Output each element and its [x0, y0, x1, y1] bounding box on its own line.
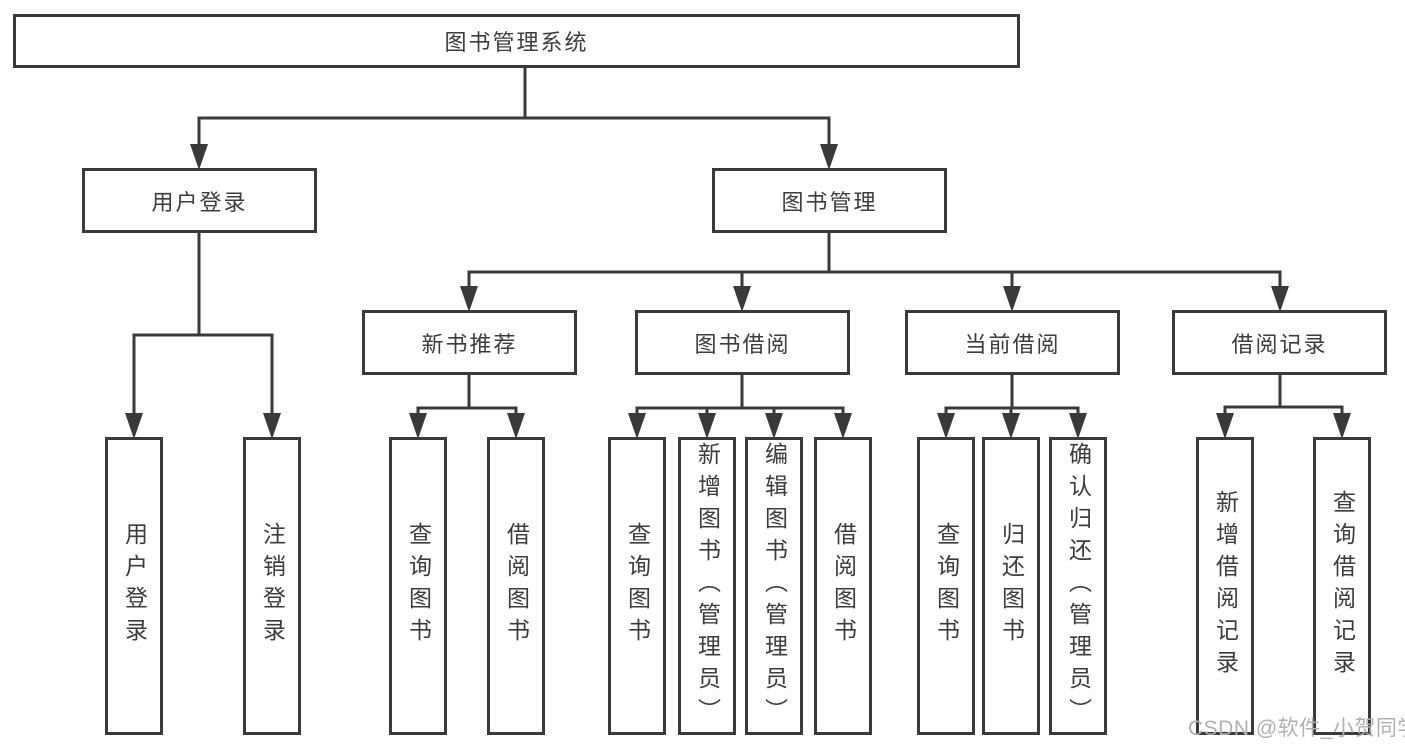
connector-arrowhead — [460, 286, 478, 312]
node-new-book-recommend-label: 新书推荐 — [421, 331, 518, 357]
connector-arrowhead — [1003, 286, 1021, 312]
node-current-borrow: 当前借阅 — [905, 310, 1120, 375]
leaf-user-login: 用户登录 — [105, 437, 163, 735]
connector-arrowhead — [628, 413, 646, 439]
leaf-borrow-borrow: 借阅图书 — [814, 437, 872, 735]
connector-arrowhead — [507, 413, 525, 439]
node-user-login-label: 用户登录 — [151, 189, 248, 215]
connector-arrowhead — [820, 144, 838, 170]
leaf-records-query: 查询借阅记录 — [1313, 437, 1371, 735]
leaf-borrow-add-admin: 新增图书（管理员） — [678, 437, 736, 735]
connector-arrowhead — [1333, 413, 1351, 439]
node-book-management-label: 图书管理 — [781, 189, 878, 215]
connector-arrowhead — [1002, 413, 1020, 439]
connector-arrowhead — [263, 413, 281, 439]
connector-arrowhead — [1216, 413, 1234, 439]
connector-arrowhead — [733, 286, 751, 312]
node-borrow-records-label: 借阅记录 — [1231, 331, 1328, 357]
node-root: 图书管理系统 — [13, 14, 1020, 68]
connector-arrowhead — [190, 144, 208, 170]
node-new-book-recommend: 新书推荐 — [362, 310, 577, 375]
connector-arrowhead — [1069, 413, 1087, 439]
leaf-newbooks-borrow-label: 借阅图书 — [503, 522, 530, 650]
leaf-logout: 注销登录 — [243, 437, 301, 735]
csdn-watermark: CSDN @软件_小贺同学 — [1188, 717, 1405, 740]
leaf-borrow-query: 查询图书 — [608, 437, 666, 735]
leaf-newbooks-query-label: 查询图书 — [405, 522, 432, 650]
node-root-label: 图书管理系统 — [444, 30, 589, 55]
leaf-logout-label: 注销登录 — [259, 522, 286, 650]
leaf-user-login-label: 用户登录 — [121, 522, 148, 650]
leaf-newbooks-borrow: 借阅图书 — [487, 437, 545, 735]
leaf-records-add: 新增借阅记录 — [1196, 437, 1254, 735]
leaf-records-query-label: 查询借阅记录 — [1329, 490, 1356, 682]
connector-arrowhead — [937, 413, 955, 439]
leaf-current-query: 查询图书 — [917, 437, 975, 735]
leaf-current-confirm-admin-label: 确认归还（管理员） — [1065, 442, 1092, 730]
leaf-borrow-borrow-label: 借阅图书 — [830, 522, 857, 650]
connector-arrowhead — [698, 413, 716, 439]
node-book-borrow: 图书借阅 — [635, 310, 850, 375]
connector-arrowhead — [125, 413, 143, 439]
connector-arrowhead — [409, 413, 427, 439]
node-book-management: 图书管理 — [712, 168, 947, 233]
leaf-records-add-label: 新增借阅记录 — [1212, 490, 1239, 682]
node-book-borrow-label: 图书借阅 — [694, 331, 791, 357]
connector-arrowhead — [834, 413, 852, 439]
connector-arrowhead — [765, 413, 783, 439]
node-borrow-records: 借阅记录 — [1172, 310, 1387, 375]
leaf-borrow-edit-admin: 编辑图书（管理员） — [745, 437, 803, 735]
leaf-borrow-query-label: 查询图书 — [624, 522, 651, 650]
leaf-newbooks-query: 查询图书 — [389, 437, 447, 735]
leaf-borrow-add-admin-label: 新增图书（管理员） — [694, 442, 721, 730]
leaf-borrow-edit-admin-label: 编辑图书（管理员） — [761, 442, 788, 730]
leaf-current-confirm-admin: 确认归还（管理员） — [1049, 437, 1107, 735]
node-current-borrow-label: 当前借阅 — [964, 331, 1061, 357]
node-user-login: 用户登录 — [82, 168, 317, 233]
leaf-current-return-label: 归还图书 — [998, 522, 1025, 650]
leaf-current-return: 归还图书 — [982, 437, 1040, 735]
leaf-current-query-label: 查询图书 — [933, 522, 960, 650]
connector-arrowhead — [1271, 286, 1289, 312]
